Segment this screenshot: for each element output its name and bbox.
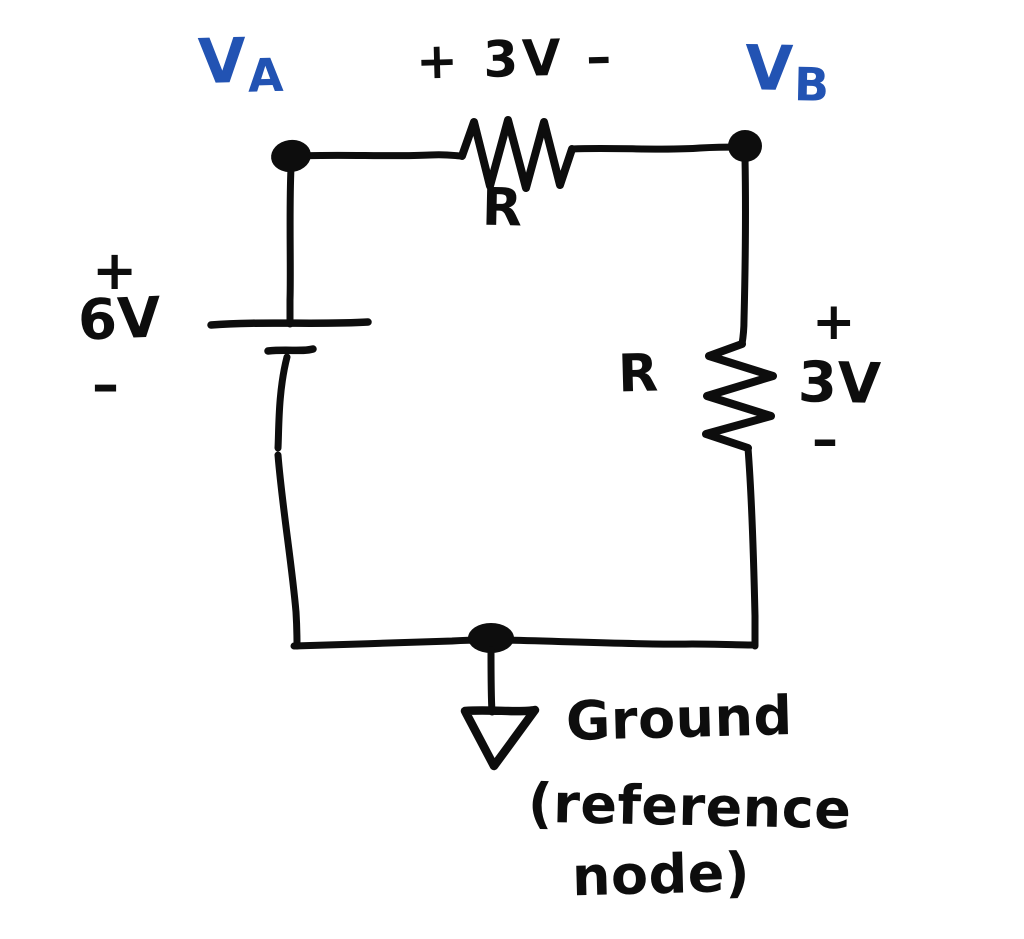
node-label-vb: VB: [744, 31, 830, 112]
right-resistor-minus-sign: –: [812, 410, 839, 470]
right-resistor-plus-sign: +: [812, 292, 857, 352]
wire-right-lower: [744, 444, 759, 650]
ground-caption-line-3: node): [571, 840, 751, 909]
resistor-right-zigzag: [702, 340, 777, 452]
ground-triangle-icon: [460, 705, 540, 771]
node-dot-a: [271, 139, 311, 173]
right-resistor-label: R: [617, 343, 660, 405]
wire-bottom-right: [496, 636, 758, 649]
wire-right-upper: [738, 154, 749, 348]
ground-stem: [487, 646, 496, 716]
node-dot-b: [728, 130, 762, 162]
source-value-label: 6V: [76, 285, 163, 354]
battery-negative-plate: [264, 345, 317, 355]
battery-positive-plate: [207, 318, 372, 329]
top-resistor-voltage-annotation: + 3V –: [415, 27, 616, 91]
node-label-va-subscript: A: [247, 47, 285, 103]
wire-left-upper: [286, 164, 295, 328]
node-label-va: VA: [197, 24, 284, 103]
top-resistor-label: R: [481, 177, 524, 239]
wire-left-lower-upper: [274, 353, 291, 452]
node-label-va-main: V: [197, 23, 248, 99]
wire-top-left: [296, 151, 466, 160]
node-label-vb-subscript: B: [793, 57, 831, 112]
wire-left-lower: [274, 451, 301, 650]
wire-bottom-left: [290, 636, 490, 650]
ground-caption-line-2: (reference: [527, 771, 853, 842]
node-label-vb-main: V: [744, 31, 795, 106]
resistor-top-zigzag: [458, 116, 576, 192]
source-plus-sign: +: [92, 239, 138, 302]
node-dot-ground: [468, 623, 514, 653]
right-resistor-voltage-label: 3V: [797, 350, 882, 417]
wire-top-right: [568, 143, 744, 153]
ground-caption-line-1: Ground: [565, 684, 794, 753]
source-minus-sign: –: [92, 353, 120, 416]
